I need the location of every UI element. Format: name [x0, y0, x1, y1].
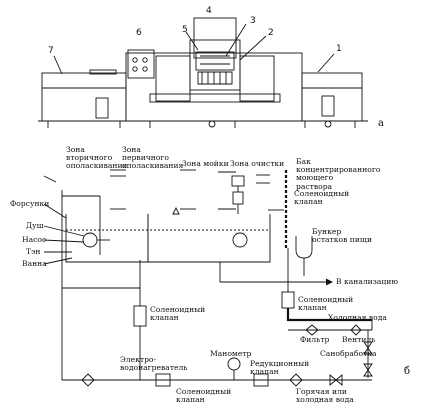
to-sewer-label: В канализацию: [336, 277, 398, 286]
control-panel: [127, 49, 155, 79]
bath: [65, 214, 149, 263]
number-5: 5: [182, 25, 188, 35]
part-label-b: б: [404, 366, 411, 377]
reducing-valve-label: Редукционный клапан: [250, 359, 310, 377]
manometer-symbol: [227, 357, 241, 371]
bath-label: Ванна: [22, 259, 47, 268]
machine-elevation: [38, 17, 368, 128]
food-bunker: [295, 236, 313, 259]
manometer-label: Манометр: [210, 349, 252, 358]
zone-secondary-rinse: Зона вторичного ополаскивания: [66, 145, 128, 171]
solenoid-valve-left-label: Соленоидный клапан: [150, 305, 206, 323]
number-3: 3: [250, 16, 256, 26]
pump-label: Насос: [22, 235, 47, 244]
hood: [193, 17, 237, 59]
left-module: [41, 72, 127, 122]
filter-label: Фильтр: [300, 335, 330, 344]
wash-tank: [147, 214, 271, 263]
solenoid-valve-mid-label: Соленоидный клапан: [298, 295, 354, 313]
solenoid-valve-top-label: Соленоидный клапан: [294, 189, 350, 207]
pump-left: [82, 232, 98, 248]
valve-label: Вентиль: [342, 335, 376, 344]
number-4: 4: [206, 6, 212, 16]
detergent-tank-label: Бак концентрированного моющего раствора: [296, 157, 381, 191]
nozzles-label: Форсунки: [10, 199, 50, 208]
number-6: 6: [136, 28, 142, 38]
cold-water-label: Холодная вода: [328, 313, 387, 322]
right-module: [301, 72, 363, 122]
heater-label: Тэн: [26, 247, 41, 256]
food-bunker-label: Бункер остатков пищи: [312, 227, 373, 245]
number-7: 7: [48, 46, 54, 56]
solenoid-valve-bottom-label: Соленоидный клапан: [176, 387, 232, 405]
zone-cleaning: Зона очистки: [230, 159, 285, 168]
plumbing-label: Санобработка: [320, 349, 377, 358]
pump-right: [232, 232, 248, 248]
water-heater-label: Электро-водонагреватель: [120, 355, 188, 373]
number-2: 2: [268, 28, 274, 38]
central-body: [125, 52, 303, 122]
part-label-a: а: [378, 118, 384, 129]
filter-symbol: [305, 324, 319, 336]
hot-cold-water-label: Горячая или холодная вода: [296, 387, 354, 405]
zone-primary-rinse: Зона первичного ополаскивания: [122, 145, 184, 171]
zone-wash: Зона мойки: [182, 159, 229, 168]
shower-label: Душ: [26, 221, 44, 230]
schematic: [43, 169, 373, 387]
number-1: 1: [336, 44, 342, 54]
